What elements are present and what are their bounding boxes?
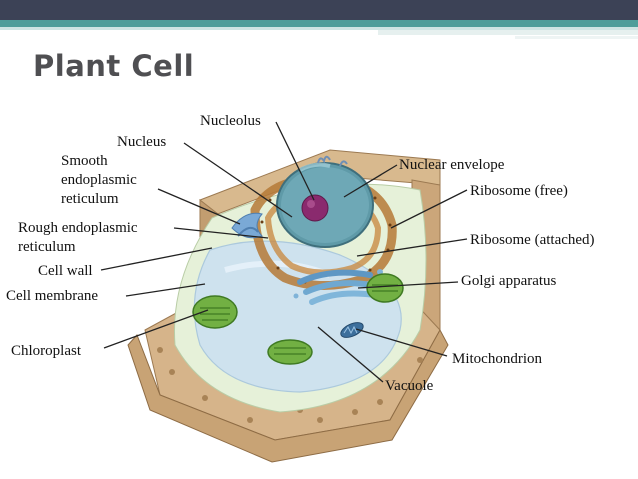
leader-line-smooth-er bbox=[157, 188, 241, 225]
smooth-er-illustration bbox=[231, 212, 263, 239]
golgi-illustration bbox=[293, 269, 387, 305]
leader-line-vacuole bbox=[317, 326, 384, 383]
label-cell-wall: Cell wall bbox=[38, 263, 93, 279]
label-nuclear-envelope: Nuclear envelope bbox=[399, 157, 505, 173]
label-rough-er-line2: reticulum bbox=[18, 239, 76, 255]
label-chloroplast: Chloroplast bbox=[11, 343, 81, 359]
label-mitochondrion: Mitochondrion bbox=[452, 351, 542, 367]
leader-line-nucleolus bbox=[275, 121, 315, 201]
leader-line-nuclear-envelope bbox=[343, 164, 398, 198]
leader-line-ribosome-free bbox=[390, 189, 468, 229]
label-smooth-er-line2: endoplasmic bbox=[61, 172, 137, 188]
accent-stripe bbox=[0, 20, 638, 27]
mitochondrion-illustration bbox=[340, 322, 364, 338]
leader-line-nucleus bbox=[183, 142, 293, 218]
leader-line-mitochondrion bbox=[355, 328, 448, 357]
leader-line-rough-er bbox=[173, 227, 269, 239]
header-bar bbox=[0, 0, 638, 20]
leader-line-ribosome-attached bbox=[356, 238, 468, 257]
accent-stripe-faint-2 bbox=[515, 36, 638, 39]
accent-stripe-light bbox=[0, 27, 638, 30]
label-ribosome-free: Ribosome (free) bbox=[470, 183, 568, 199]
slide-title: Plant Cell bbox=[33, 49, 195, 83]
label-ribosome-attached: Ribosome (attached) bbox=[470, 232, 595, 248]
leader-line-golgi bbox=[357, 281, 459, 289]
label-smooth-er-line1: Smooth bbox=[61, 153, 108, 169]
label-vacuole: Vacuole bbox=[385, 378, 434, 394]
leader-line-chloroplast bbox=[103, 309, 209, 349]
leader-line-cell-membrane bbox=[125, 283, 206, 297]
label-cell-membrane: Cell membrane bbox=[6, 288, 99, 304]
accent-stripe-faint bbox=[378, 30, 638, 35]
leader-lines bbox=[100, 121, 468, 383]
leader-line-cell-wall bbox=[100, 247, 213, 271]
label-golgi-apparatus: Golgi apparatus bbox=[461, 273, 557, 289]
label-smooth-er-line3: reticulum bbox=[61, 191, 119, 207]
chloroplast-illustration bbox=[192, 273, 404, 365]
label-nucleolus: Nucleolus bbox=[200, 113, 261, 129]
label-nucleus: Nucleus bbox=[117, 134, 167, 150]
nucleolus-illustration bbox=[301, 194, 329, 222]
label-rough-er-line1: Rough endoplasmic bbox=[18, 220, 138, 236]
